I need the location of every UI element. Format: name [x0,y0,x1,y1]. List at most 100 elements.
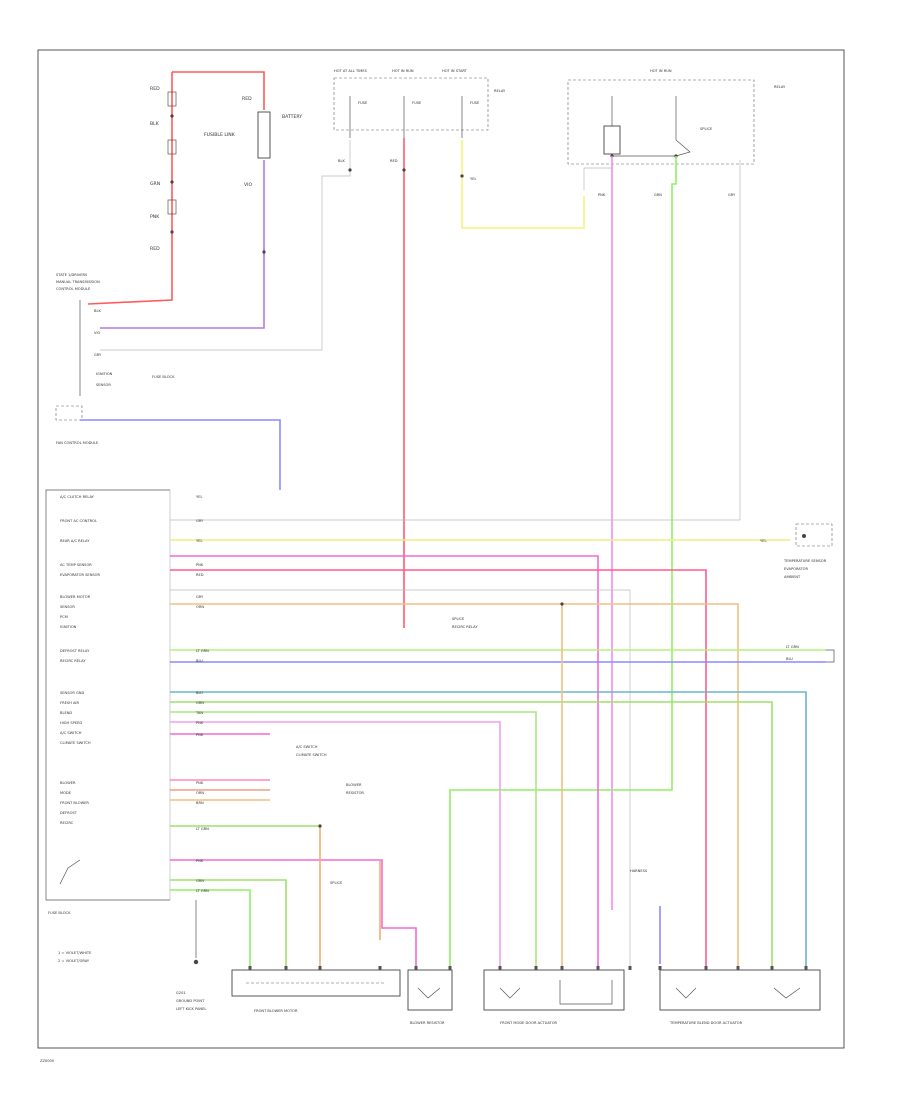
label-blk-1: BLK [150,121,160,127]
connector-pin-7 [534,966,538,970]
ground-legend: G201 GROUND POINT LEFT KICK PANEL 1 = VI… [40,900,206,1063]
module-title-2: MANUAL TRANSMISSION [56,280,100,284]
left-label-0: A/C CLUTCH RELAY [60,495,95,499]
comp-0: FRONT BLOWER MOTOR [254,1009,298,1013]
wc-0: YEL [196,495,202,499]
temperature-sensor: TEMPERATURE SENSOR EVAPORATOR AMBIENT [783,523,835,663]
left-label-7: PCM [60,615,68,619]
module-title-1: STATE 1/DRIVERS [56,273,88,277]
battery-box [257,111,271,159]
mode-switch [59,859,81,885]
label-pnk-r: PNK [598,193,606,197]
connector-pin-12 [704,966,708,970]
wire-color-labels: YEL GRY YEL PNK RED GRY ORN LT GRN BLU B… [195,495,799,893]
wc-17: LT GRN [196,827,209,831]
left-label-15: A/C SWITCH [60,731,82,735]
wc-22: LT GRN [786,645,799,649]
label-fuse-block: FUSE BLOCK [152,375,175,379]
label-fuse-1: FUSE [358,101,368,105]
label-hot-in-run: HOT IN RUN [392,69,414,73]
annot-5: BLOWER [346,783,362,787]
connector-pin-5 [448,966,452,970]
wc-8: BLU [196,659,203,663]
connector-pin-15 [804,966,808,970]
connector-pin-14 [770,966,774,970]
legend-1: 2 = VIOLET/GRAY [58,959,90,963]
annot-6: RESISTOR [346,791,364,795]
relay-top-right: HOT IN RUN RELAY SPLICE PNK GRN GRY [170,69,786,970]
left-label-4: EVAPORATOR SENSOR [60,573,100,577]
label-sensor: SENSOR [96,383,111,387]
label-yel-top: YEL [470,177,476,181]
label-vio-module: VIO [94,331,101,335]
wc-21: YEL [760,539,766,543]
left-label-12: FRESH AIR [60,701,79,705]
mode-door-actuator-box [483,969,625,1011]
comp-1: BLOWER RESISTOR [410,1021,445,1025]
wc-5: GRY [196,595,204,599]
label-blk-top: BLK [338,159,345,163]
label-fuse-3: FUSE [470,101,480,105]
left-module: STATE 1/DRIVERS MANUAL TRANSMISSION CONT… [55,273,281,490]
wc-1: GRY [196,519,204,523]
wc-16: BRN [196,801,204,805]
wc-2: YEL [196,539,202,543]
left-label-5: BLOWER MOTOR [60,595,91,599]
label-grn-r: GRN [654,193,662,197]
annot-2: RECIRC RELAY [452,625,478,629]
connector-pin-0 [248,966,252,970]
module-sub-1: FAN CONTROL MODULE [56,441,99,445]
left-labels: A/C CLUTCH RELAY FRONT AC CONTROL REAR A… [48,495,100,915]
label-red-2: RED [150,246,160,252]
connector-pin-2 [318,966,322,970]
wc-23: BLU [786,657,793,661]
front-blower-motor-box [231,969,401,997]
label-grn-1: GRN [150,181,160,187]
comp-4: TEMPERATURE BLEND DOOR ACTUATOR [669,1021,743,1025]
wc-11: TAN [195,711,203,715]
wc-20: LT GRN [196,889,209,893]
legend-0: 1 = VIOLET/WHITE [58,951,92,955]
label-blk-module: BLK [94,309,101,313]
wc-14: PNK [196,781,204,785]
left-label-3: AC TEMP SENSOR [60,563,92,567]
left-label-6: SENSOR [60,605,75,609]
wc-6: ORN [196,605,204,609]
comp-2: FRONT MODE DOOR ACTUATOR [500,1021,558,1025]
label-pnk-1: PNK [150,214,160,220]
label-gry-module: GRY [94,353,102,357]
wc-7: LT GRN [196,649,209,653]
connector-pins [248,966,808,970]
label-splice: SPLICE [700,127,713,131]
wc-13: PNK [196,733,204,737]
left-label-20: DEFROST [60,811,78,815]
wc-15: ORN [196,791,204,795]
label-vio-1: VIO [244,182,252,188]
connector-pin-9 [596,966,600,970]
left-label-22: FUSE BLOCK [48,911,71,915]
wc-19: GRN [196,879,204,883]
harness-wires [170,539,826,970]
wc-10: GRN [196,701,204,705]
label-temp-sensor: TEMPERATURE SENSOR [783,559,827,563]
main-connector-block: A/C CLUTCH RELAY FRONT AC CONTROL REAR A… [45,489,171,915]
label-ambient: AMBIENT [784,575,801,579]
annot-4: CLIMATE SWITCH [296,753,327,757]
left-label-1: FRONT AC CONTROL [60,519,97,523]
blower-resistor-box [407,969,453,1011]
label-relay-top: RELAY [494,89,506,93]
annot-7: SPLICE [330,881,343,885]
connector-pin-10 [628,966,632,970]
blend-door-actuator-box [659,969,821,1011]
annot-3: A/C SWITCH [296,745,318,749]
label-hot-in-run-2: HOT IN RUN [650,69,672,73]
connector-pin-4 [414,966,418,970]
annot-1: SPLICE [452,617,465,621]
left-label-18: MODE [60,791,72,795]
connector-pin-11 [658,966,662,970]
label-red-3: RED [242,96,252,102]
center-annotations: SPLICE RECIRC RELAY A/C SWITCH CLIMATE S… [296,617,648,885]
connector-pin-6 [498,966,502,970]
